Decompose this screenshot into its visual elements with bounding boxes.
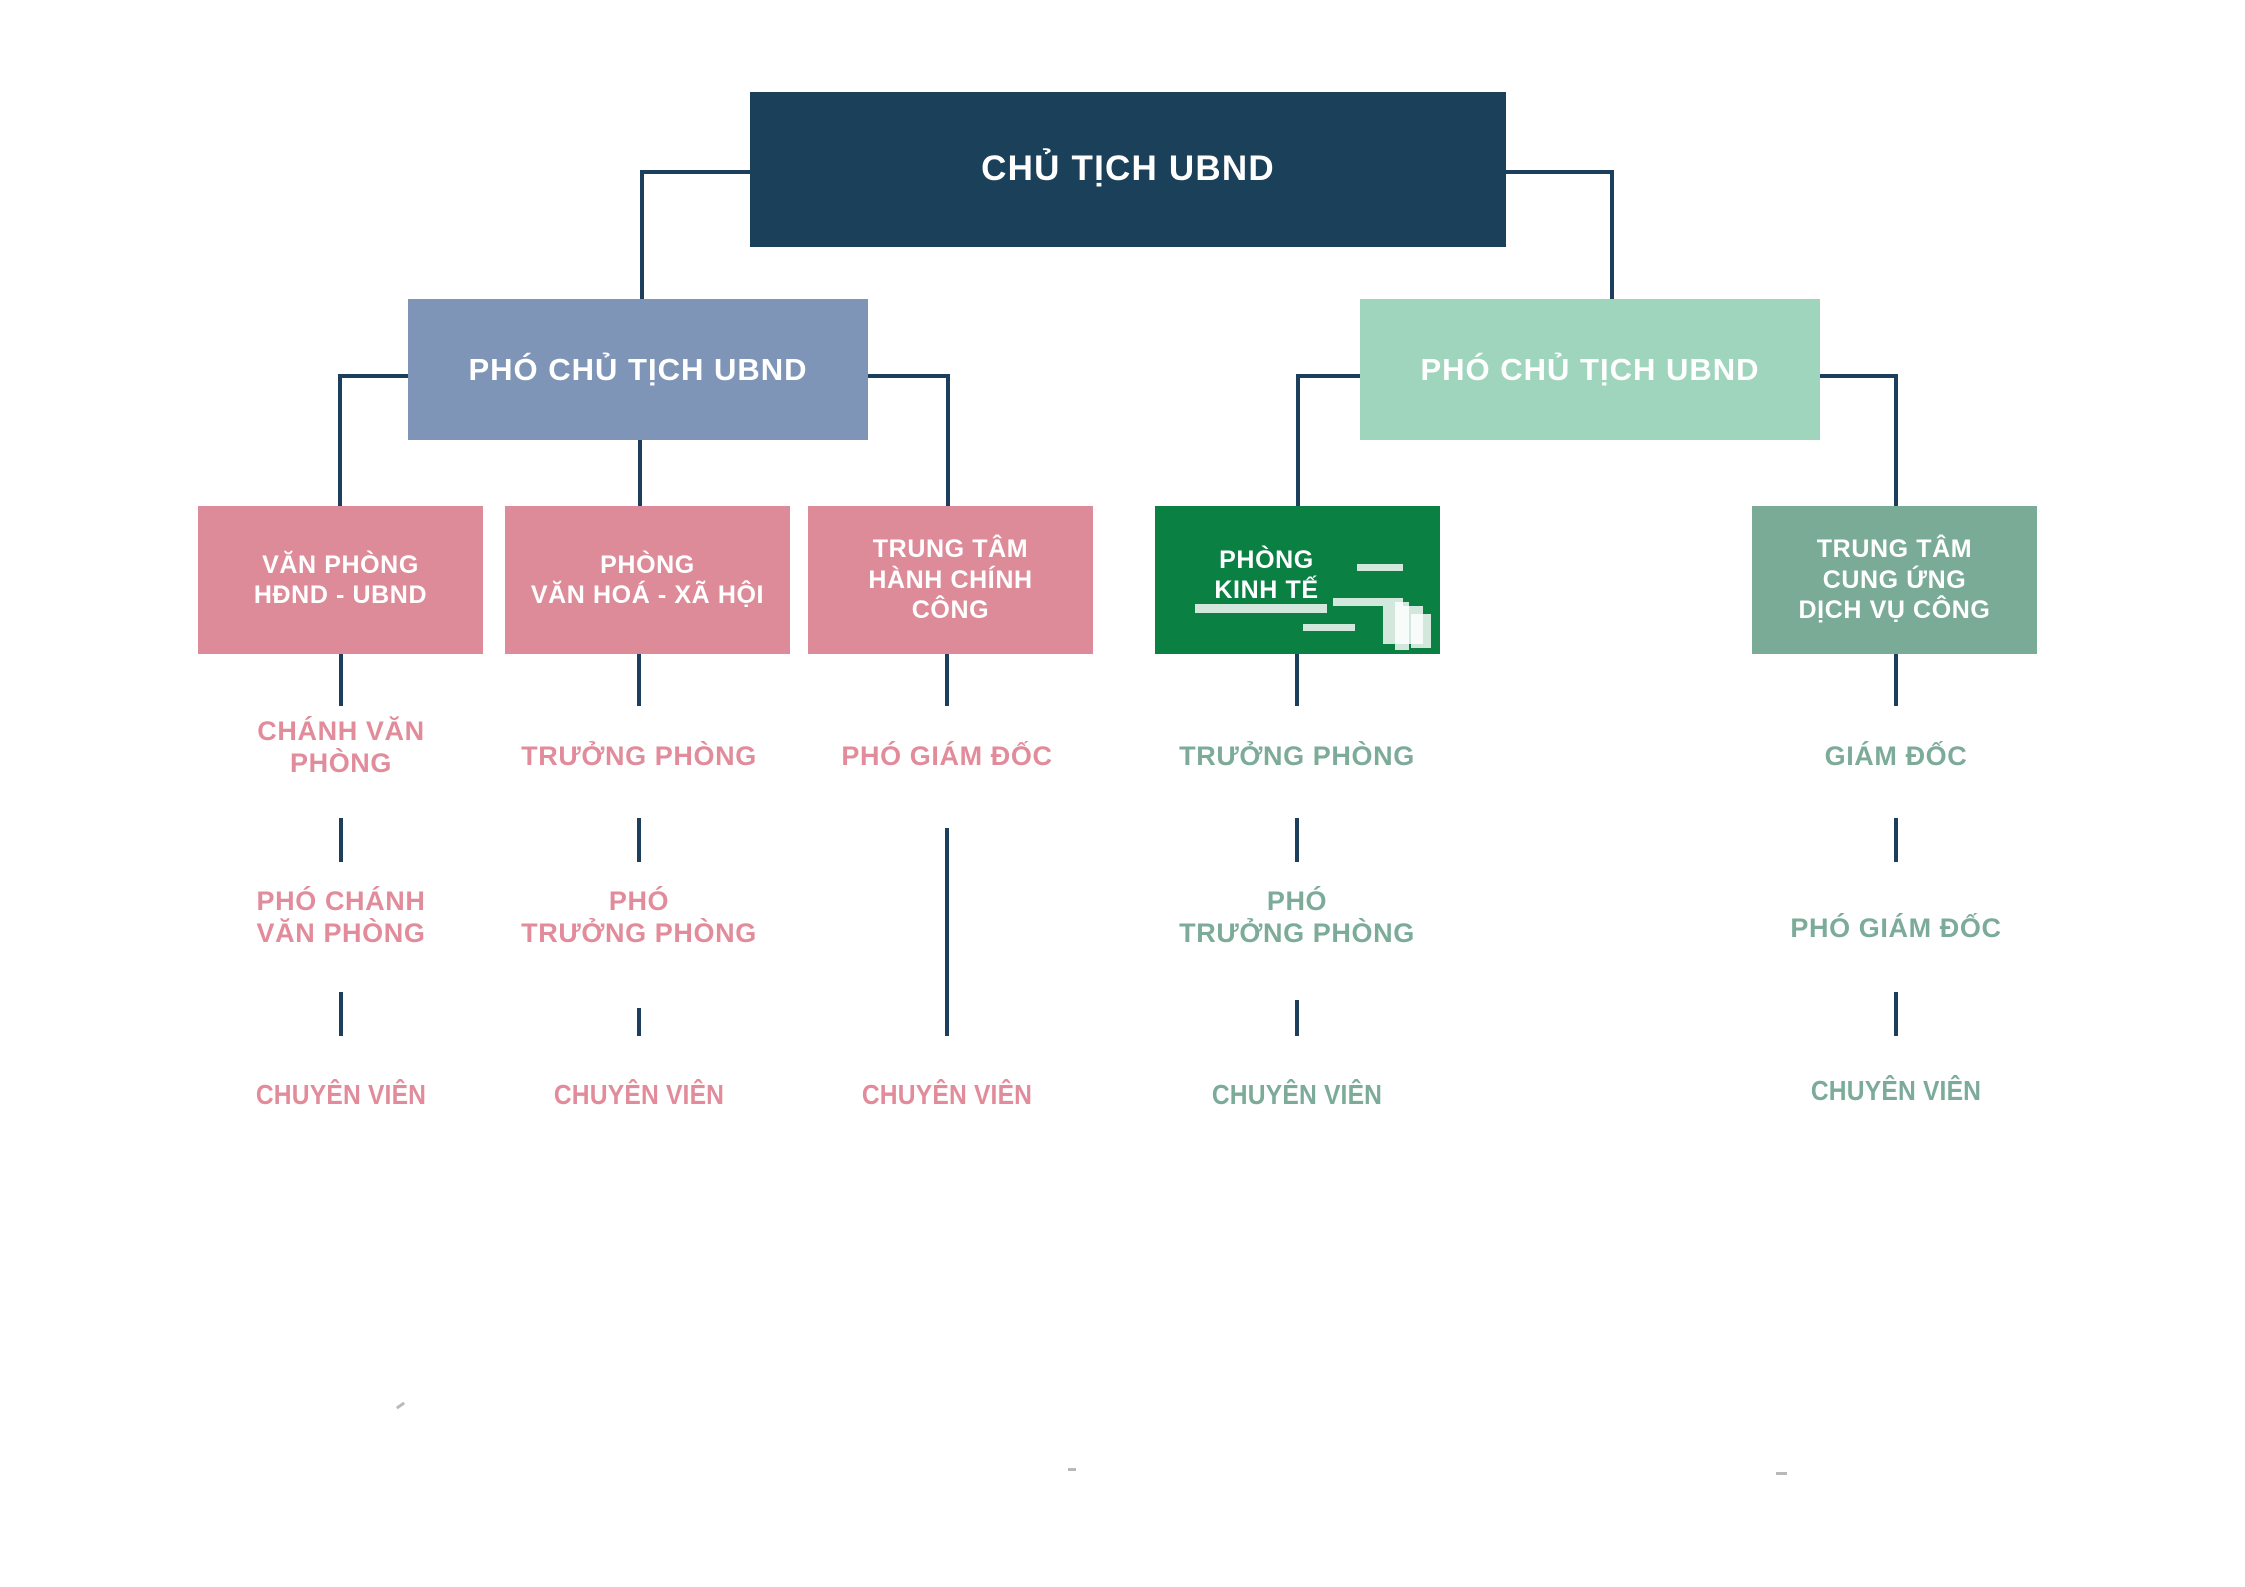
connector-c3-box-to-role0 [1295,654,1299,706]
connector-chairman-left-vertical [640,170,644,300]
department-title-3: PHÒNG KINH TẾ [1214,545,1319,605]
connector-c0-box-to-role0 [339,654,343,706]
node-vice-chair-right[interactable]: PHÓ CHỦ TỊCH UBND [1360,299,1820,440]
node-vice-chair-left[interactable]: PHÓ CHỦ TỊCH UBND [408,299,868,440]
connector-c1-box-to-role0 [637,654,641,706]
connector-c2-role0-to-role2 [945,828,949,1036]
connector-vice-left-bus-east [866,374,950,378]
role-label-c1-r1: PHÓ TRƯỞNG PHÒNG [521,886,757,949]
department-title-4: TRUNG TÂM CUNG ỨNG DỊCH VỤ CÔNG [1798,535,1991,625]
artifact-smudge-3 [1357,564,1403,571]
connector-c4-role0-to-role1 [1894,818,1898,862]
role-label-c3-r0: TRƯỞNG PHÒNG [1179,741,1415,771]
artifact-smudge-6 [1395,602,1409,650]
node-department-trung-tam-cung-ung-dich-vu-cong[interactable]: TRUNG TÂM CUNG ỨNG DỊCH VỤ CÔNG [1752,506,2037,654]
connector-chairman-left-horizontal [640,170,752,174]
connector-c0-role1-to-role2 [339,992,343,1036]
connector-vice-right-drop-col4 [1894,374,1898,506]
role-label-c3-r1: PHÓ TRƯỞNG PHÒNG [1179,886,1415,949]
role-label-c2-r2: CHUYÊN VIÊN [861,1079,1033,1110]
role-label-c1-r0: TRƯỞNG PHÒNG [521,741,757,771]
connector-vice-left-drop-col1 [638,438,642,506]
role-label-c4-r0: GIÁM ĐỐC [1824,741,1968,771]
connector-chairman-right-horizontal [1504,170,1614,174]
role-label-c4-r1: PHÓ GIÁM ĐỐC [1790,913,2002,943]
connector-c1-role0-to-role1 [637,818,641,862]
connector-c3-role1-to-role2 [1295,1000,1299,1036]
connector-c4-role1-to-role2 [1894,992,1898,1036]
artifact-speck-left [395,1401,406,1410]
role-label-c4-r2: CHUYÊN VIÊN [1810,1075,1982,1106]
role-label-c0-r1: PHÓ CHÁNH VĂN PHÒNG [256,886,426,949]
department-title-2: TRUNG TÂM HÀNH CHÍNH CÔNG [868,535,1033,625]
connector-vice-right-bus-west [1296,374,1364,378]
connector-vice-right-bus-east [1818,374,1898,378]
connector-vice-right-drop-col3 [1296,374,1300,506]
connector-c3-role0-to-role1 [1295,818,1299,862]
node-department-phong-van-hoa-xa-hoi[interactable]: PHÒNG VĂN HOÁ - XÃ HỘI [505,506,790,654]
chairman-label: CHỦ TỊCH UBND [981,149,1275,189]
department-title-1: PHÒNG VĂN HOÁ - XÃ HỘI [530,550,765,610]
node-department-van-phong-hdnd-ubnd[interactable]: VĂN PHÒNG HĐND - UBND [198,506,483,654]
vice-chair-left-label: PHÓ CHỦ TỊCH UBND [468,351,808,387]
connector-c2-box-to-role0 [945,654,949,706]
artifact-speck-right [1776,1472,1787,1475]
role-label-c0-r0: CHÁNH VĂN PHÒNG [257,716,425,779]
vice-chair-right-label: PHÓ CHỦ TỊCH UBND [1420,351,1760,387]
artifact-smudge-2 [1333,598,1403,606]
connector-vice-left-bus-west [338,374,410,378]
connector-chairman-right-vertical [1610,170,1614,300]
role-label-c0-r2: CHUYÊN VIÊN [255,1079,427,1110]
artifact-smudge-5 [1383,606,1423,644]
artifact-smudge-7 [1411,614,1431,648]
connector-c0-role0-to-role1 [339,818,343,862]
artifact-speck-center [1068,1468,1076,1471]
connector-c4-box-to-role0 [1894,654,1898,706]
connector-c1-role1-to-role2 [637,1008,641,1036]
node-department-trung-tam-hanh-chinh-cong[interactable]: TRUNG TÂM HÀNH CHÍNH CÔNG [808,506,1093,654]
node-chairman[interactable]: CHỦ TỊCH UBND [750,92,1506,247]
role-label-c1-r2: CHUYÊN VIÊN [553,1079,725,1110]
connector-vice-left-drop-col0 [338,374,342,506]
role-label-c3-r2: CHUYÊN VIÊN [1211,1079,1383,1110]
artifact-smudge-4 [1303,624,1355,631]
role-label-c2-r0: PHÓ GIÁM ĐỐC [841,741,1053,771]
department-title-0: VĂN PHÒNG HĐND - UBND [253,550,428,610]
connector-vice-left-drop-col2 [946,374,950,506]
node-department-phong-kinh-te[interactable]: PHÒNG KINH TẾ [1155,506,1440,654]
